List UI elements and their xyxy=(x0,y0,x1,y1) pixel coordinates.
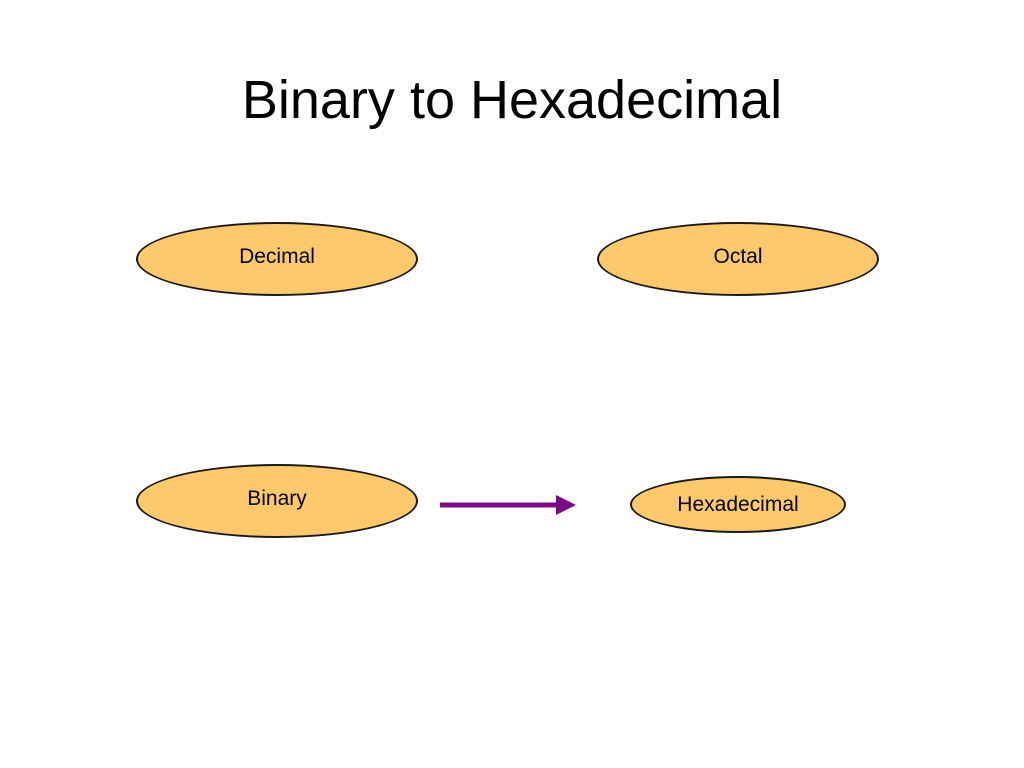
hexadecimal-node-label: Hexadecimal xyxy=(677,492,799,516)
slide-title: Binary to Hexadecimal xyxy=(241,70,783,130)
hexadecimal-node: Hexadecimal xyxy=(630,476,846,533)
octal-node-label: Octal xyxy=(713,245,763,268)
binary-node: Binary xyxy=(136,464,418,538)
binary-to-hexadecimal-arrow xyxy=(440,495,576,515)
decimal-node-label: Decimal xyxy=(239,245,315,268)
arrow-head xyxy=(556,495,576,515)
binary-node-label: Binary xyxy=(247,487,307,510)
octal-node: Octal xyxy=(597,222,879,296)
decimal-node: Decimal xyxy=(136,222,418,296)
